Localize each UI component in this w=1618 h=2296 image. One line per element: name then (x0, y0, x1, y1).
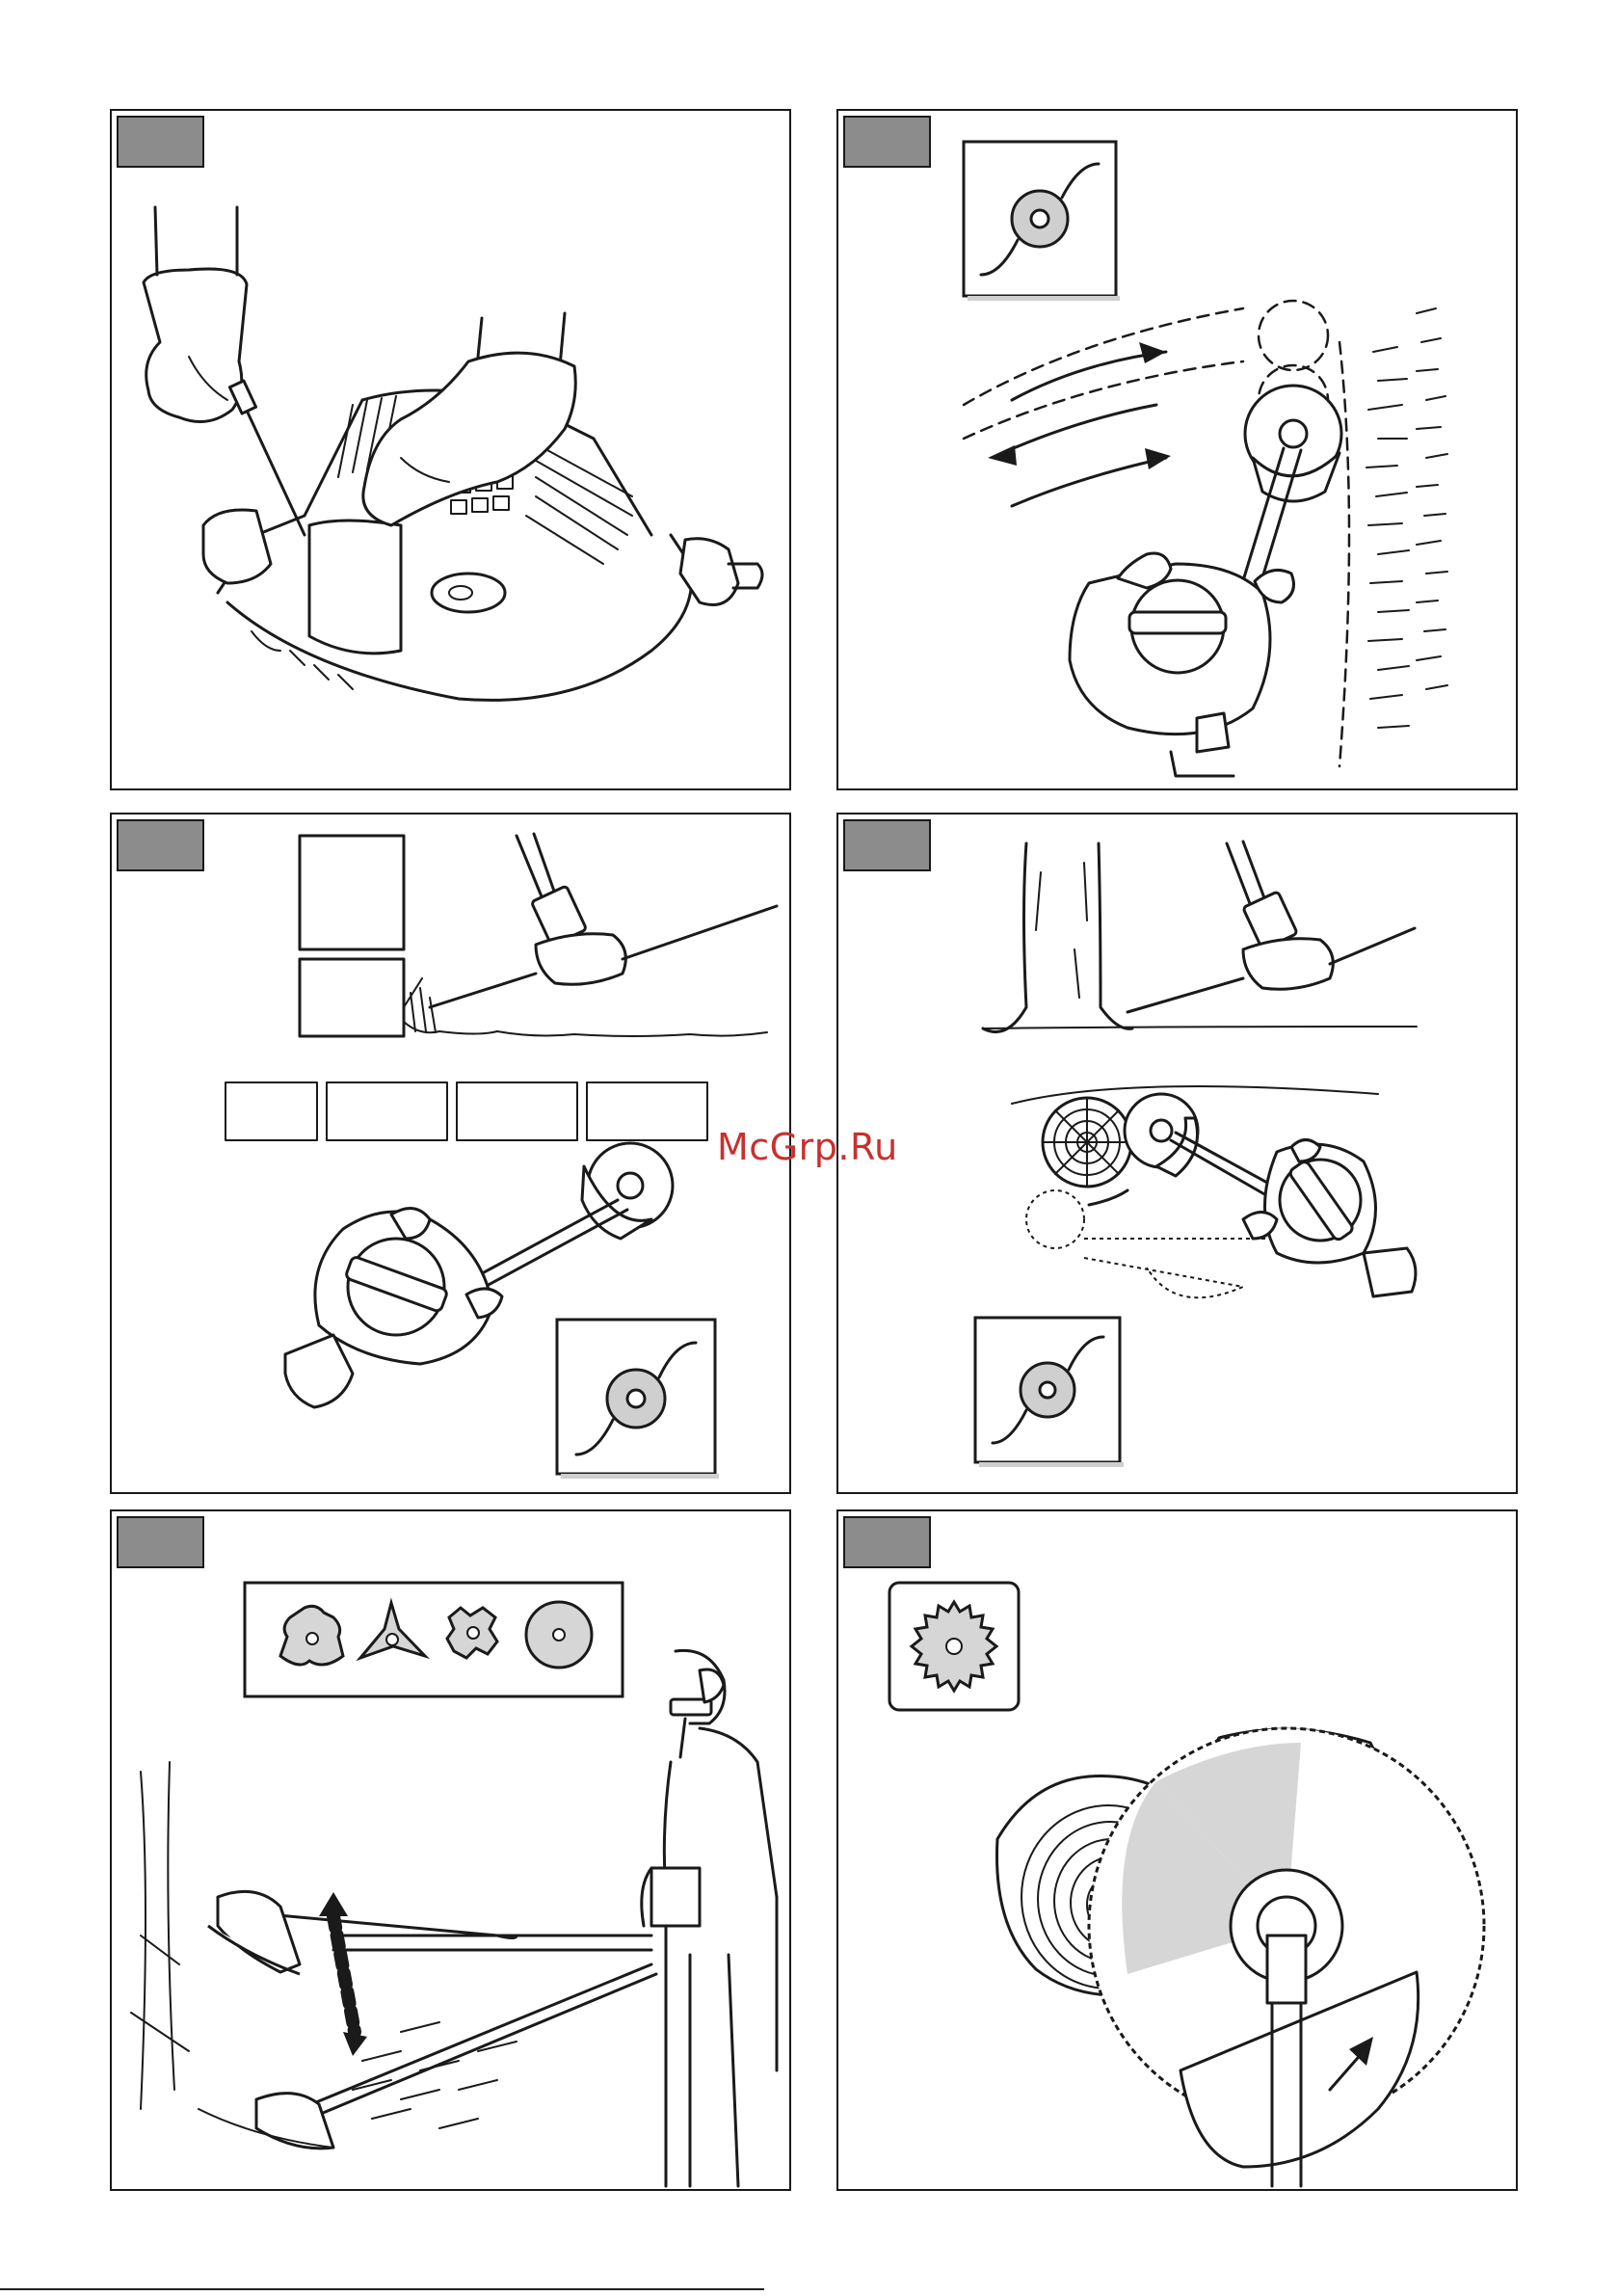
wall-trimming-illustration (112, 814, 789, 1492)
panel-mowing-along-wall (836, 109, 1518, 790)
blade-types-illustration (112, 1511, 789, 2189)
panel-blade-types (110, 1509, 791, 2191)
four-tooth-blade-icon (447, 1608, 497, 1658)
panel-trimming-along-wall (110, 813, 791, 1494)
panel-engine-service (110, 109, 791, 790)
saw-blade-illustration (838, 1511, 1516, 2189)
engine-service-illustration (112, 111, 789, 788)
footer-rule (0, 2288, 764, 2290)
watermark: McGrp.Ru (717, 1126, 898, 1168)
panel-saw-blade (836, 1509, 1518, 2191)
circular-blade-icon (526, 1602, 592, 1668)
tree-trimming-illustration (838, 814, 1516, 1492)
panel-trimming-around-tree (836, 813, 1518, 1494)
mowing-illustration (838, 111, 1516, 788)
saw-blade-icon (912, 1602, 996, 1691)
